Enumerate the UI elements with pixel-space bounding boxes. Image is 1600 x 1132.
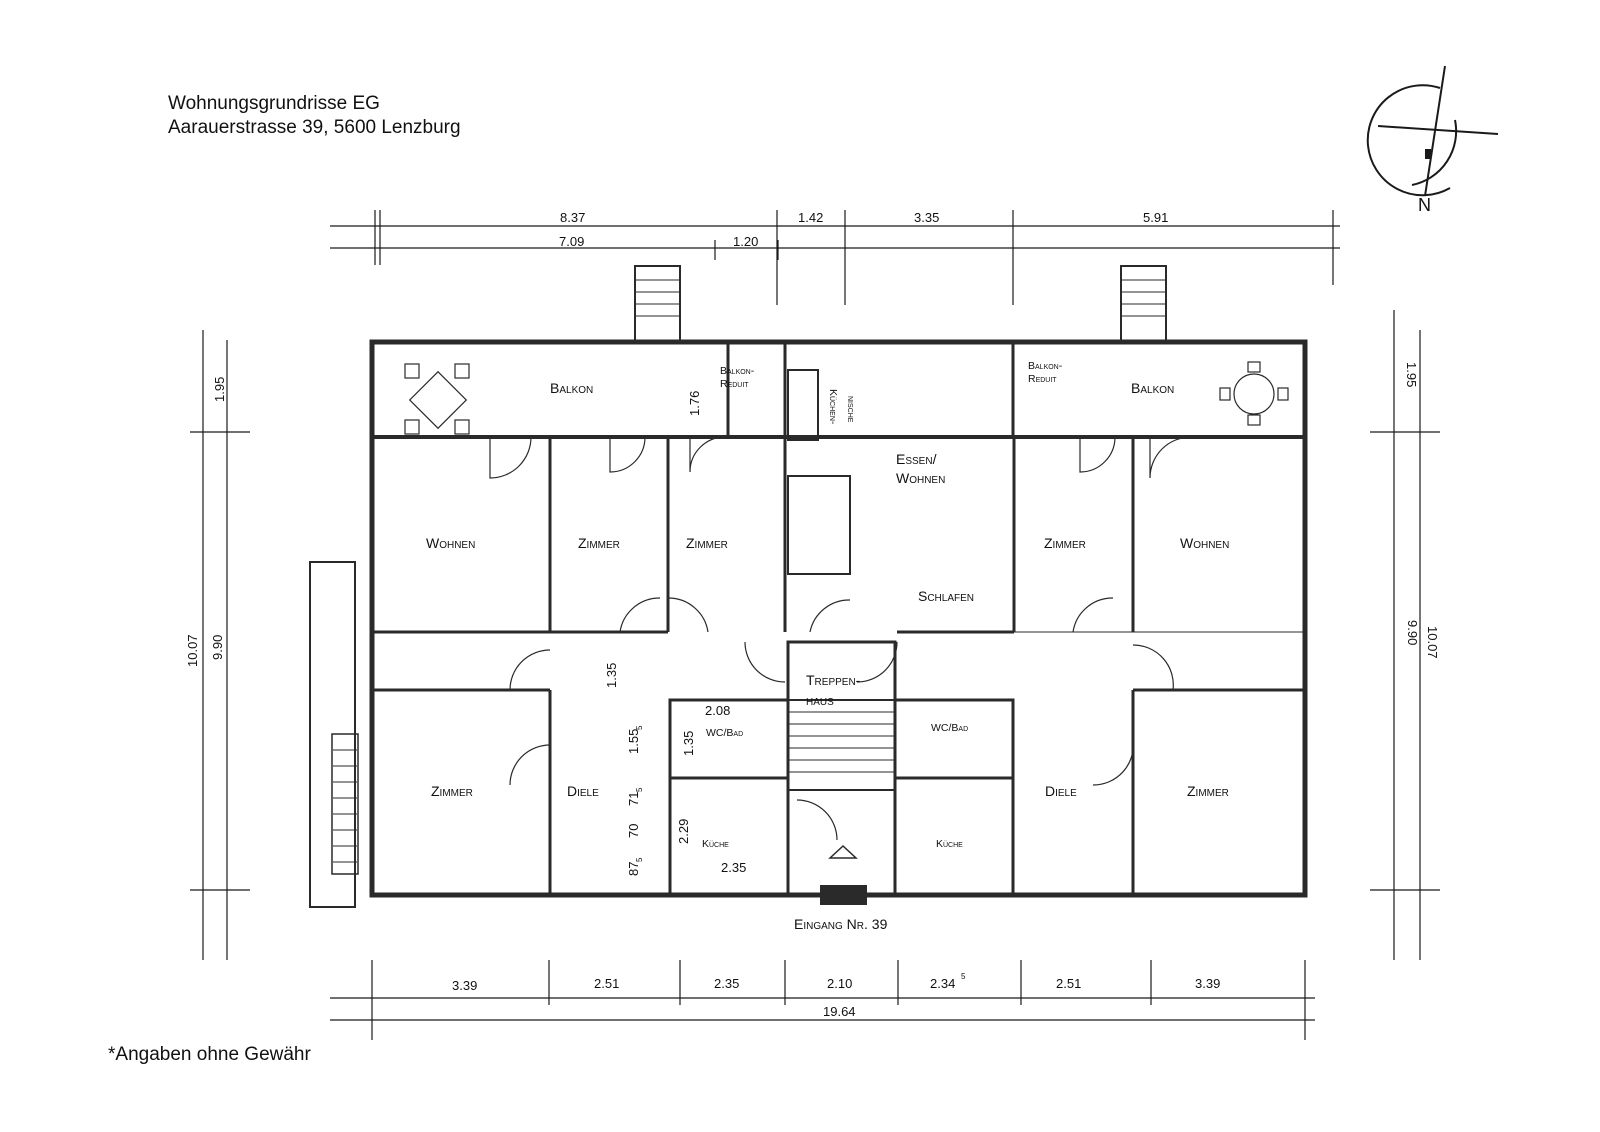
dim-135b: 1.35: [681, 731, 696, 756]
dim-71: 71: [626, 792, 641, 806]
dim-left-990: 9.90: [210, 635, 225, 660]
room-essen-l1: Essen/: [896, 451, 937, 467]
dim-top-709: 7.09: [559, 234, 584, 249]
room-wcbad-left: WC/Bad: [706, 727, 743, 739]
plan-address: Aarauerstrasse 39, 5600 Lenzburg: [168, 117, 461, 138]
dim-87-sup: 5: [635, 857, 644, 862]
plan-title: Wohnungsgrundrisse EG: [168, 93, 380, 114]
dim-70: 70: [626, 824, 641, 838]
dim-right-195: 1.95: [1404, 362, 1419, 387]
dim-bottom-210: 2.10: [827, 976, 852, 991]
room-wcbad-right: WC/Bad: [931, 722, 968, 734]
dim-top-142: 1.42: [798, 210, 823, 225]
north-arrow-icon: [1366, 65, 1499, 197]
dim-bottom-234-sup: 5: [961, 972, 966, 981]
dim-bottom-235: 2.35: [714, 976, 739, 991]
dim-top-335: 3.35: [914, 210, 939, 225]
dim-bottom-234: 2.34: [930, 976, 955, 991]
dim-176: 1.76: [687, 391, 702, 416]
room-kuechen-l1: Küchen-: [827, 389, 839, 425]
dim-bottom-339a: 3.39: [452, 978, 477, 993]
balcony-furniture-right: [1219, 361, 1289, 426]
balcony-furniture-left: [404, 363, 470, 435]
dim-right-1007: 10.07: [1425, 626, 1440, 659]
room-labels: Balkon Balkon Balkon- Reduit Balkon- Red…: [426, 360, 1229, 932]
building-walls: [309, 265, 1308, 908]
north-label: N: [1418, 195, 1431, 215]
dim-left-195: 1.95: [212, 377, 227, 402]
dim-155-sup: 5: [635, 725, 644, 730]
bottom-dimension-lines: [330, 960, 1315, 1040]
dim-top-591: 5.91: [1143, 210, 1168, 225]
room-treppen-l1: Treppen-: [806, 672, 861, 688]
room-wohnen-right: Wohnen: [1180, 535, 1229, 551]
room-balkon-left: Balkon: [550, 380, 593, 396]
room-zimmer-2: Zimmer: [686, 535, 728, 551]
dim-229: 2.29: [676, 819, 691, 844]
room-zimmer-bottom-left: Zimmer: [431, 783, 473, 799]
room-treppen-l2: haus: [806, 692, 834, 708]
dim-bottom-251b: 2.51: [1056, 976, 1081, 991]
dim-bottom-1964: 19.64: [823, 1004, 856, 1019]
dim-87: 87: [626, 862, 641, 876]
dim-155: 1.55: [626, 729, 641, 754]
dim-135a: 1.35: [604, 663, 619, 688]
door-swings: [489, 436, 1192, 841]
entrance-mat: [820, 844, 867, 905]
room-essen-l2: Wohnen: [896, 470, 945, 486]
room-reduit-left-l2: Reduit: [720, 378, 749, 390]
room-schlafen: Schlafen: [918, 588, 974, 604]
dim-208: 2.08: [705, 703, 730, 718]
room-reduit-left-l1: Balkon-: [720, 365, 755, 377]
inner-dimensions: 1.76 1.35 2.08 1.35 1.55 5 71 5 70 2.29 …: [604, 391, 746, 876]
room-diele-right: Diele: [1045, 783, 1077, 799]
room-zimmer-bottom-right: Zimmer: [1187, 783, 1229, 799]
stair-treads: [333, 279, 1165, 863]
room-kueche-right: Küche: [936, 838, 963, 850]
top-dimension-lines: [330, 210, 1340, 305]
room-kueche-left: Küche: [702, 838, 729, 850]
dim-71-sup: 5: [635, 787, 644, 792]
room-kuechen-l2: nische: [845, 396, 857, 423]
room-wohnen-left: Wohnen: [426, 535, 475, 551]
left-dimension-lines: [190, 330, 250, 960]
dim-right-990: 9.90: [1405, 620, 1420, 645]
dim-bottom-251a: 2.51: [594, 976, 619, 991]
right-dimension-lines: [1370, 310, 1440, 960]
dim-bottom-339b: 3.39: [1195, 976, 1220, 991]
entrance-label: Eingang Nr. 39: [794, 916, 888, 932]
disclaimer-note: *Angaben ohne Gewähr: [108, 1044, 311, 1065]
room-diele-left: Diele: [567, 783, 599, 799]
dim-235-inner: 2.35: [721, 860, 746, 875]
room-reduit-right-l2: Reduit: [1028, 373, 1057, 385]
dim-left-1007: 10.07: [185, 634, 200, 667]
room-reduit-right-l1: Balkon-: [1028, 360, 1063, 372]
dim-top-120: 1.20: [733, 234, 758, 249]
room-balkon-right: Balkon: [1131, 380, 1174, 396]
dim-top-837: 8.37: [560, 210, 585, 225]
room-zimmer-3: Zimmer: [1044, 535, 1086, 551]
room-zimmer-1: Zimmer: [578, 535, 620, 551]
